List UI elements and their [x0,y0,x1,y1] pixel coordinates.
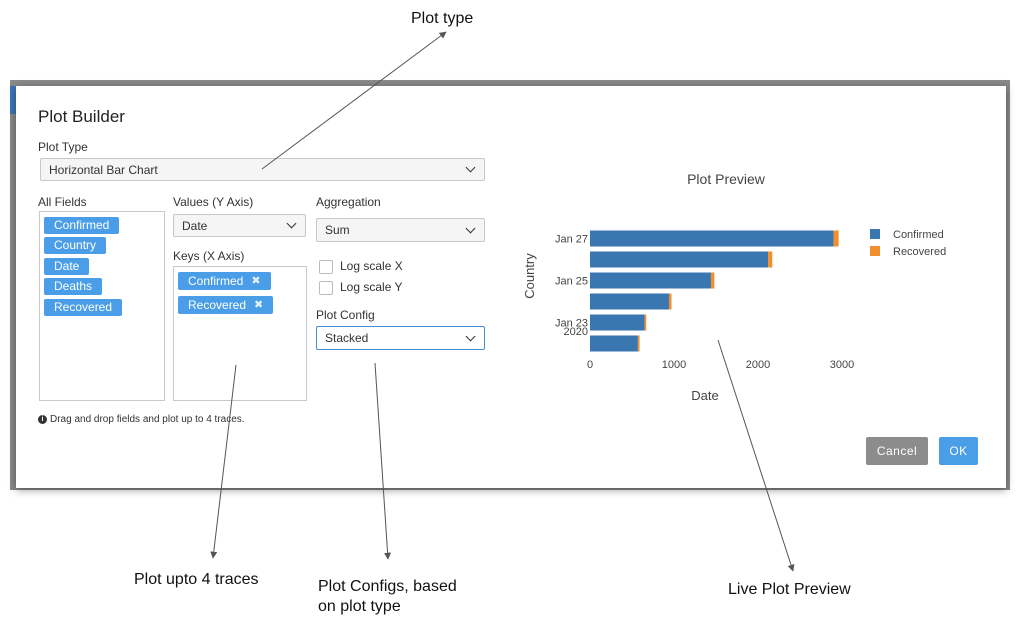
key-chip-label: Recovered [188,298,247,312]
plot-config-label: Plot Config [316,308,375,322]
aggregation-select[interactable]: Sum [316,218,485,242]
bar-recovered-3 [710,272,715,289]
bar-confirmed-1 [590,314,645,331]
bar-recovered-0 [637,335,640,352]
field-tag-date[interactable]: Date [44,258,90,275]
field-tag-deaths[interactable]: Deaths [44,278,103,295]
plot-type-value: Horizontal Bar Chart [49,162,158,177]
key-chip-label: Confirmed [188,274,244,288]
plot-builder-modal: Plot Builder Plot Type Horizontal Bar Ch… [16,86,1006,488]
bar-confirmed-0 [590,335,638,352]
annotation-plot-configs-2: on plot type [318,598,401,615]
log-x-checkbox[interactable] [319,260,333,274]
chevron-down-icon [286,218,297,229]
values-value: Date [182,218,208,233]
x-tick-label-0: 0 [587,359,593,371]
chevron-down-icon [465,223,476,233]
annotation-plot-traces: Plot upto 4 traces [134,571,259,588]
all-fields-box[interactable]: Confirmed Country Date Deaths Recovered [39,211,165,401]
x-tick-label-2: 2000 [746,359,770,371]
chart-y-axis-label: Country [522,253,537,299]
chart-x-axis-label: Date [691,388,718,403]
ok-button[interactable]: OK [939,437,978,465]
x-tick-label-3: 3000 [830,359,854,371]
keys-label: Keys (X Axis) [173,249,245,263]
all-fields-label: All Fields [38,195,87,209]
bar-confirmed-5 [590,230,834,247]
bar-recovered-2 [668,293,672,310]
modal-title: Plot Builder [38,107,125,126]
aggregation-label: Aggregation [316,195,381,209]
legend-label-recovered: Recovered [893,246,946,258]
legend-swatch-recovered [870,246,880,256]
hint-label: Drag and drop fields and plot up to 4 tr… [50,414,245,425]
aggregation-value: Sum [325,223,350,237]
x-tick-label-1: 1000 [662,359,686,371]
values-label: Values (Y Axis) [173,195,254,209]
y-tick-label-2: Jan 23 [555,318,588,330]
bar-confirmed-2 [590,293,669,310]
plot-config-select[interactable]: Stacked [316,326,485,350]
chart-title: Plot Preview [687,171,766,187]
chart-bars [590,230,839,352]
field-tag-recovered[interactable]: Recovered [44,299,123,316]
y-tick-label-1: Jan 25 [555,276,588,288]
y-tick-label-0: Jan 27 [555,234,588,246]
key-chip-confirmed[interactable]: Confirmed ✖ [178,272,271,290]
plot-config-value: Stacked [325,331,369,345]
field-tag-country[interactable]: Country [44,237,107,254]
keys-box[interactable]: Confirmed ✖ Recovered ✖ [173,266,307,401]
info-icon: i [38,414,47,424]
annotation-plot-type: Plot type [411,10,474,27]
remove-icon[interactable]: ✖ [251,275,261,287]
log-x-label: Log scale X [340,259,403,273]
chevron-down-icon [465,331,476,341]
cancel-button[interactable]: Cancel [866,437,928,465]
annotation-live-preview: Live Plot Preview [728,581,851,598]
log-y-checkbox[interactable] [319,281,333,295]
bar-confirmed-3 [590,272,711,289]
values-select[interactable]: Date [173,214,306,237]
bar-recovered-5 [833,230,839,247]
bar-recovered-1 [644,314,647,331]
key-chip-recovered[interactable]: Recovered ✖ [178,296,274,314]
annotation-plot-configs-1: Plot Configs, based [318,578,457,595]
remove-icon[interactable]: ✖ [254,299,264,311]
field-tag-confirmed[interactable]: Confirmed [44,217,120,234]
plot-type-select[interactable]: Horizontal Bar Chart [40,158,485,181]
plot-type-label: Plot Type [38,140,88,154]
chevron-down-icon [465,162,476,173]
legend-label-confirmed: Confirmed [893,229,944,241]
background-accent [10,86,18,114]
bar-confirmed-4 [590,251,769,268]
bar-recovered-4 [768,251,773,268]
chart-x-ticks: 0 1000 2000 3000 [587,359,854,371]
y-tick-label-3: 2020 [564,326,588,338]
log-y-label: Log scale Y [340,280,403,294]
legend-swatch-confirmed [870,229,880,239]
